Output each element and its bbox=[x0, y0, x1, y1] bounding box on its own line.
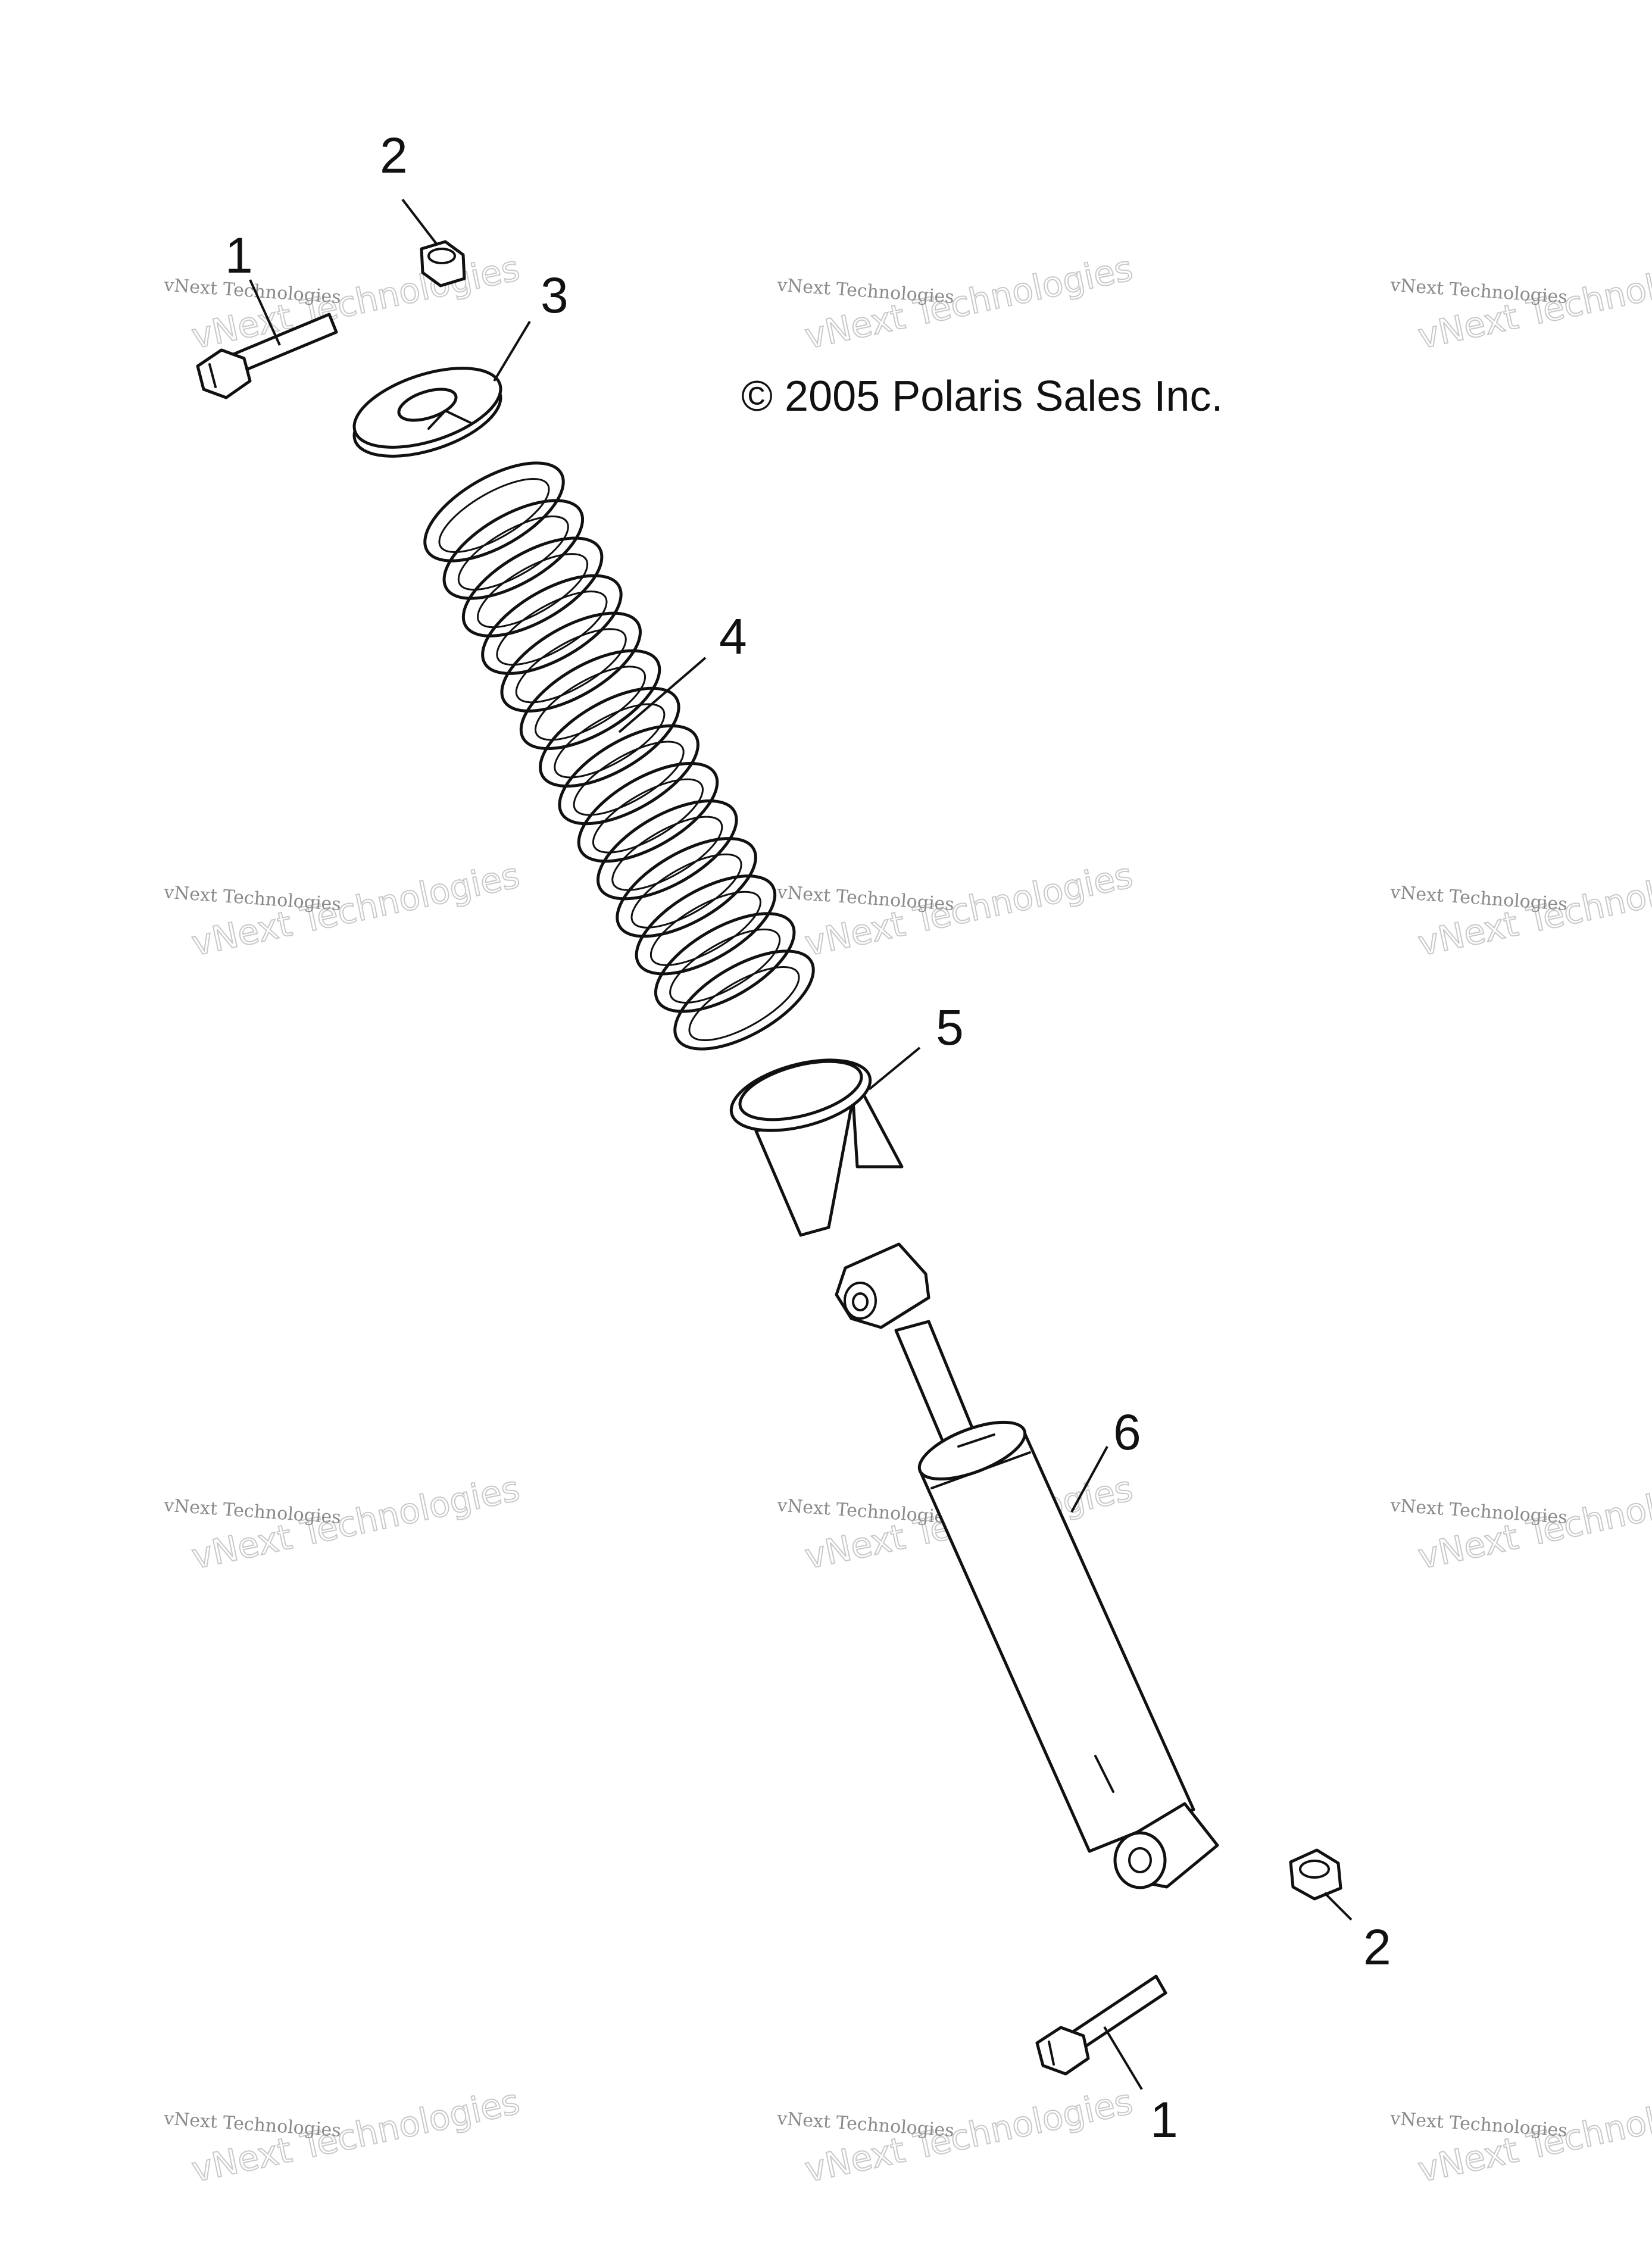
callout-1-bottom: 1 bbox=[1150, 2092, 1178, 2148]
spring-coil-inner bbox=[592, 778, 704, 854]
spring-coil bbox=[519, 649, 661, 751]
spring-coil bbox=[539, 686, 680, 788]
spring-coil-inner bbox=[554, 703, 666, 779]
spring-coil bbox=[558, 724, 699, 826]
spring-coil bbox=[616, 837, 757, 938]
nut-bottom bbox=[1289, 1848, 1342, 1901]
callout-1-top: 1 bbox=[225, 227, 253, 283]
spring-coil-inner bbox=[573, 741, 685, 816]
spring-coil bbox=[423, 461, 565, 563]
spring-coil bbox=[597, 799, 738, 901]
leader-lines bbox=[249, 198, 1353, 2091]
spring-coil bbox=[481, 574, 623, 675]
spring-coil bbox=[577, 761, 719, 863]
spring-coil-inner bbox=[611, 816, 723, 891]
bolt-top bbox=[196, 313, 338, 399]
spring-coil bbox=[461, 536, 604, 638]
callout-2-bottom: 2 bbox=[1363, 1919, 1391, 1975]
watermark-large: vNext Technologies bbox=[188, 1468, 523, 1577]
spring-coil-inner bbox=[630, 853, 742, 929]
coil-spring bbox=[423, 461, 815, 1051]
watermark-large: vNext Technologies bbox=[188, 855, 523, 964]
spring-coil-inner bbox=[496, 591, 608, 666]
callout-2-top: 2 bbox=[380, 127, 408, 183]
spring-coil-inner bbox=[477, 553, 589, 629]
bumper-cup bbox=[729, 1058, 904, 1237]
callout-5: 5 bbox=[936, 999, 964, 1055]
callout-labels: 1 2 3 4 5 6 2 1 bbox=[225, 127, 1391, 2148]
callout-6: 6 bbox=[1113, 1404, 1141, 1460]
watermark-large: vNext Technologies bbox=[801, 2081, 1136, 2190]
spring-retainer bbox=[352, 367, 502, 458]
copyright-text: © 2005 Polaris Sales Inc. bbox=[741, 373, 1223, 420]
spring-coil bbox=[442, 499, 585, 600]
spring-coil-inner bbox=[669, 928, 781, 1004]
spring-coil-inner bbox=[649, 891, 761, 966]
watermark-layer: vNext Technologies vNext Technologies vNex… bbox=[163, 247, 1652, 2191]
callout-3: 3 bbox=[541, 267, 569, 323]
watermark-large: vNext Technologies bbox=[801, 855, 1136, 964]
spring-coil-inner bbox=[534, 666, 647, 741]
nut-top bbox=[420, 240, 466, 288]
shock-absorber bbox=[835, 1242, 1219, 1889]
spring-coil-inner bbox=[457, 515, 569, 591]
spring-coil bbox=[500, 611, 642, 713]
spring-coil bbox=[654, 912, 796, 1013]
bolt-bottom bbox=[1035, 1974, 1167, 2076]
spring-coil bbox=[635, 874, 777, 976]
spring-coil bbox=[673, 949, 815, 1051]
spring-coil-inner bbox=[438, 477, 550, 554]
spring-coil-inner bbox=[515, 628, 627, 704]
watermark-large: vNext Technologies bbox=[188, 2081, 523, 2190]
watermark-large: vNext Technologies bbox=[801, 248, 1136, 357]
callout-4: 4 bbox=[719, 608, 747, 664]
spring-coil-inner bbox=[688, 966, 800, 1042]
